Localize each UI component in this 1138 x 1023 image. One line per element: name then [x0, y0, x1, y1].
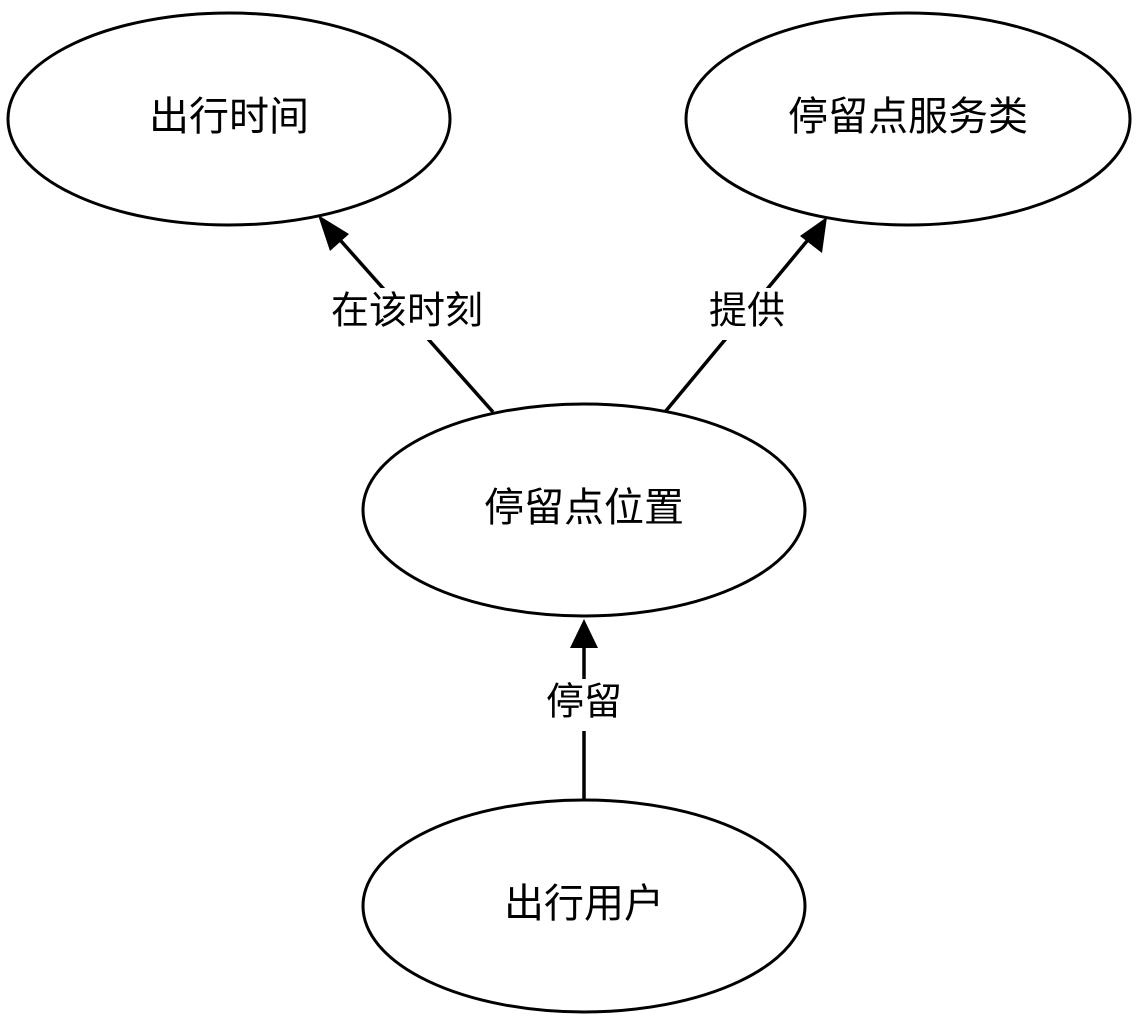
- edge-provides: 提供: [663, 217, 827, 414]
- node-travel-user-ellipse: [361, 798, 807, 1014]
- node-travel-time-label: 出行时间: [149, 94, 309, 140]
- node-stop-service-label: 停留点服务类: [788, 94, 1028, 140]
- edge-provides-label: 提供: [709, 289, 785, 333]
- node-travel-user-label: 出行用户: [504, 881, 664, 927]
- node-stop-location: 停留点位置: [361, 402, 807, 618]
- node-travel-time-ellipse: [6, 11, 452, 227]
- edge-stays-label: 停留: [546, 680, 622, 724]
- edge-provides-label-bg: [695, 288, 799, 340]
- edge-stays: 停留: [530, 619, 638, 800]
- edge-stays-label-bg: [530, 679, 638, 731]
- edge-at-time-arrowhead: [318, 215, 349, 251]
- edge-stays-arrowhead: [570, 619, 598, 648]
- node-stop-service: 停留点服务类: [684, 11, 1132, 227]
- node-travel-user: 出行用户: [361, 798, 807, 1014]
- edge-at-time: 在该时刻: [312, 215, 502, 414]
- node-stop-location-ellipse: [361, 402, 807, 618]
- edge-at-time-label: 在该时刻: [331, 289, 483, 333]
- node-travel-time: 出行时间: [6, 11, 452, 227]
- node-stop-service-ellipse: [684, 11, 1132, 227]
- edge-at-time-label-bg: [312, 288, 502, 340]
- edge-provides-arrowhead: [800, 217, 827, 253]
- node-stop-location-label: 停留点位置: [484, 485, 684, 531]
